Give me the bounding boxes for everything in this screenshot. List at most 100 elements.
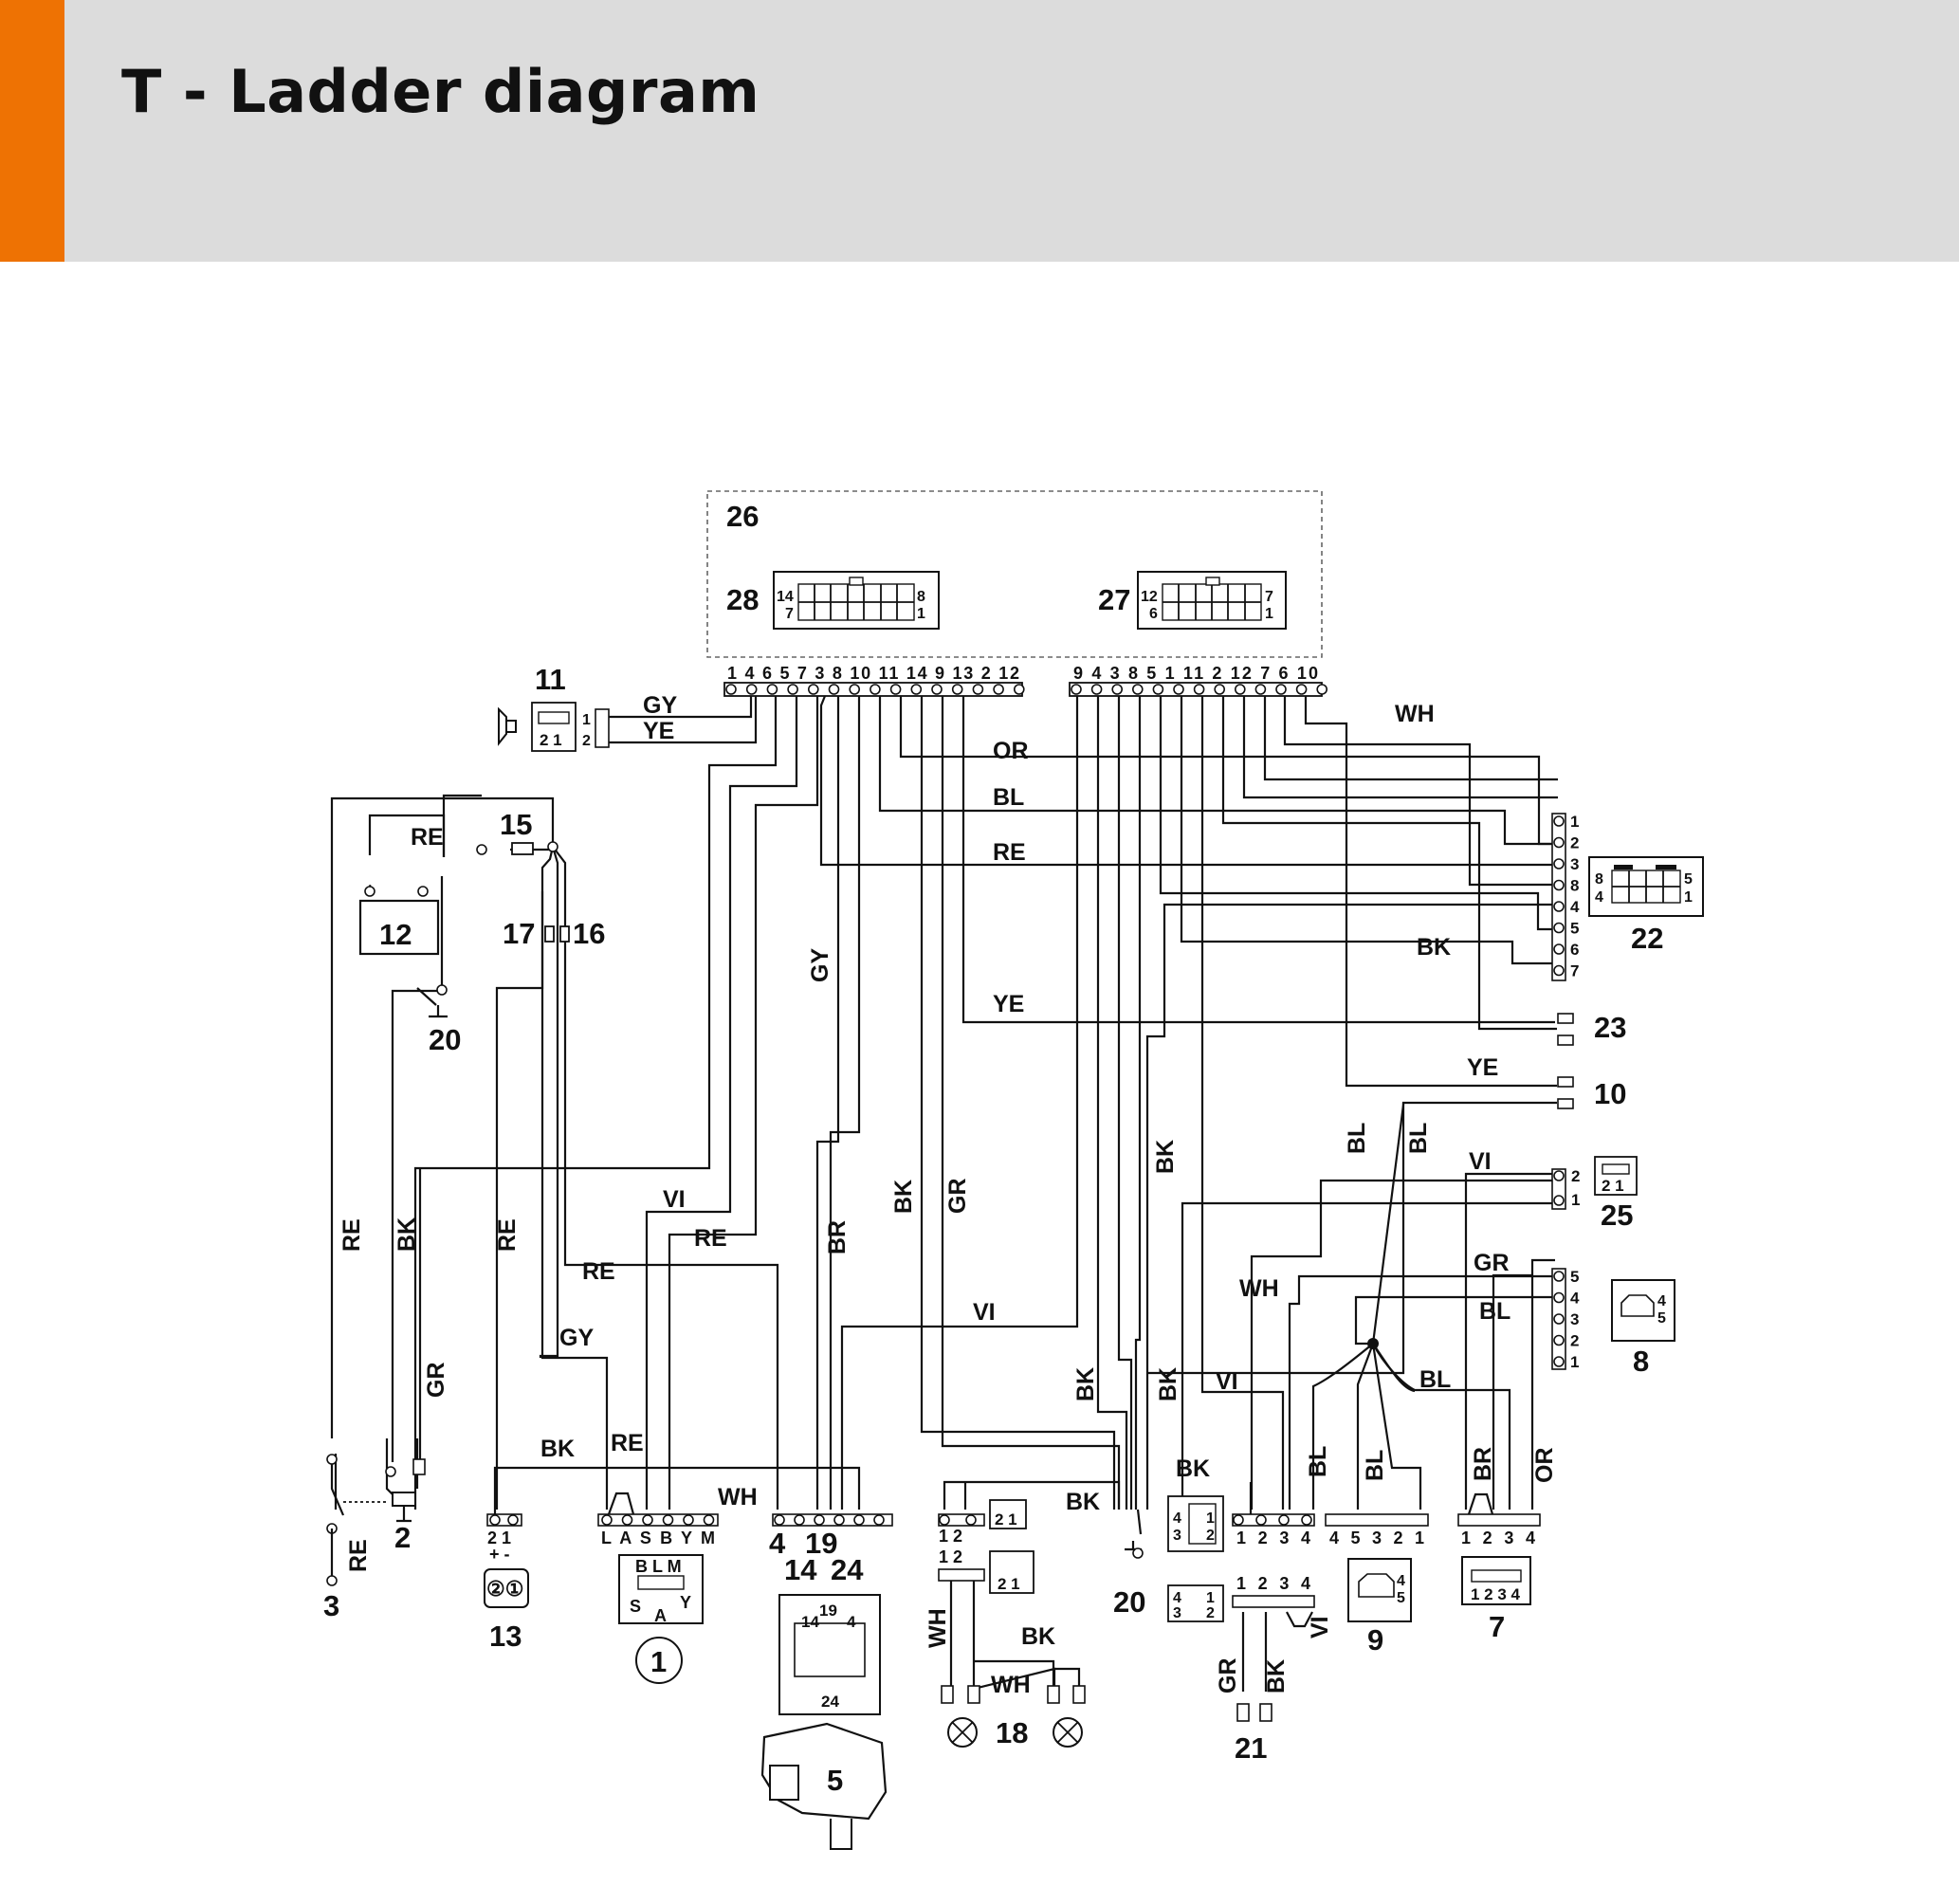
- c9-pin-row: 4 5 3 2 1: [1329, 1529, 1424, 1547]
- wire-label-gr-vertical: GR: [423, 1363, 449, 1399]
- lamp-icon-right: [1053, 1717, 1083, 1748]
- c21-pin: [1255, 1514, 1267, 1526]
- c19-pin: [873, 1514, 885, 1526]
- strip-pin: [1275, 684, 1287, 695]
- lamp-icon-left: [947, 1717, 978, 1748]
- strip-pin: [1173, 684, 1184, 695]
- wire-label-wh: WH: [991, 1672, 1031, 1698]
- wire-label-gr-vertical: GR: [1215, 1658, 1241, 1694]
- strip-pin: [889, 684, 902, 695]
- strip-pin: [725, 684, 737, 695]
- wire-label-bk-vertical: BK: [1155, 1367, 1181, 1401]
- wire-label-bk: BK: [1066, 1489, 1100, 1515]
- c22-pin-number: 6: [1570, 941, 1579, 959]
- component-label-2: 2: [394, 1521, 411, 1554]
- wire-label-bk-vertical: BK: [1152, 1140, 1179, 1174]
- wire-label-wh: WH: [718, 1484, 758, 1510]
- c21-inner-b: 1: [1206, 1510, 1215, 1527]
- strip-right-pin-numbers: 9 4 3 8 5 1 11 2 12 7 6 10: [1073, 664, 1318, 683]
- c7-pin-row: 1 2 3 4: [1461, 1529, 1535, 1547]
- wire-label-re: RE: [611, 1430, 644, 1456]
- strip-pin: [1152, 684, 1164, 695]
- component-label-24: 24: [831, 1553, 864, 1586]
- c1-letter-y: Y: [680, 1593, 691, 1612]
- strip-pin: [1071, 684, 1082, 695]
- strip-pin: [1316, 684, 1327, 695]
- page-title: T - Ladder diagram: [121, 57, 760, 126]
- c22-pin-number: 2: [1570, 834, 1579, 852]
- wiring: [330, 695, 1558, 1692]
- wire-label-gr-vertical: GR: [944, 1179, 971, 1215]
- strip-pin: [1111, 684, 1123, 695]
- strip-pin: [1132, 684, 1144, 695]
- wire-label-re-vertical: RE: [494, 1218, 521, 1252]
- c22-pin-number: 1: [1570, 813, 1579, 831]
- c1-pin: [662, 1514, 674, 1526]
- wire-label-bl-vertical: BL: [1344, 1123, 1370, 1154]
- wire-labels: GY YE WH OR BL RE RE BK YE YE VI VI RE R…: [411, 692, 1510, 1698]
- strip-pin: [870, 684, 881, 695]
- c21-pin: [1233, 1514, 1244, 1526]
- strip-pin: [849, 684, 861, 695]
- c22-pin-number: 8: [1570, 877, 1579, 895]
- c1-pin: [642, 1514, 653, 1526]
- strip-pin: [993, 684, 1004, 695]
- component-label-10: 10: [1594, 1077, 1626, 1110]
- c1-letter-a: A: [654, 1606, 667, 1625]
- wire-label-bl: BL: [1419, 1366, 1451, 1393]
- component-label-25: 25: [1601, 1199, 1633, 1232]
- battery-12: [358, 899, 440, 956]
- c19-pin-4: 4: [847, 1613, 856, 1631]
- wire-label-re: RE: [411, 824, 444, 851]
- c8-pin: [1553, 1356, 1565, 1367]
- wire-label-vi: VI: [1216, 1368, 1238, 1395]
- wire-label-re: RE: [694, 1225, 727, 1252]
- c19-pin: [774, 1514, 785, 1526]
- component-label-22: 22: [1631, 922, 1663, 955]
- strip-pin: [972, 684, 984, 695]
- c22-inner-c: 5: [1684, 871, 1693, 888]
- c19-pin: [794, 1514, 805, 1526]
- component-label-20-center: 20: [1113, 1585, 1145, 1619]
- wire-label-re-vertical: RE: [345, 1539, 372, 1572]
- wire-label-bk: BK: [1176, 1455, 1210, 1482]
- c1-pin: [703, 1514, 715, 1526]
- c1-pin: [601, 1514, 613, 1526]
- wire-label-bl: BL: [993, 784, 1024, 811]
- component-label-28: 28: [726, 583, 759, 616]
- c1-top-letters: B L M: [635, 1557, 682, 1576]
- c11-inner-pins: 2 1: [540, 731, 562, 749]
- c19-pin-24: 24: [821, 1693, 839, 1711]
- wire-label-ye: YE: [643, 718, 674, 744]
- speaker-icon: [498, 706, 517, 746]
- wire-label-ye: YE: [993, 991, 1024, 1017]
- component-label-14: 14: [784, 1553, 817, 1586]
- c25-pin-2: 2: [1571, 1167, 1580, 1185]
- connector-27-icon: [1137, 571, 1287, 630]
- accent-bar: [0, 0, 64, 262]
- wire-label-bl-vertical: BL: [1405, 1123, 1432, 1154]
- c11-pin-2: 2: [582, 733, 591, 749]
- c22-pin-number: 5: [1570, 920, 1579, 938]
- c19-pin: [833, 1514, 845, 1526]
- wire-label-re: RE: [993, 839, 1026, 866]
- c28-pin-1: 1: [917, 606, 925, 622]
- wire-label-bk: BK: [1417, 934, 1451, 961]
- connector-22-strip: [1551, 813, 1566, 981]
- strip-pin: [1090, 684, 1103, 695]
- c18-inner-pins-1: 2 1: [995, 1510, 1017, 1529]
- strip-pin: [1235, 684, 1246, 695]
- wire-label-re: RE: [582, 1258, 615, 1285]
- wire-label-bk-vertical: BK: [394, 1217, 420, 1252]
- wire-label-br-vertical: BR: [1470, 1447, 1496, 1481]
- c21-inner-c: 3: [1173, 1528, 1181, 1544]
- c8-pin-number: 4: [1570, 1290, 1580, 1308]
- c18-pin-row2: 1 2: [939, 1547, 962, 1566]
- connector-13-body: [484, 1568, 529, 1608]
- strip-pin: [1193, 684, 1205, 695]
- c8-pin: [1553, 1291, 1565, 1304]
- strip-pin: [1295, 684, 1308, 695]
- c27-pin-7: 7: [1265, 589, 1273, 605]
- wire-label-bl-vertical: BL: [1362, 1450, 1388, 1481]
